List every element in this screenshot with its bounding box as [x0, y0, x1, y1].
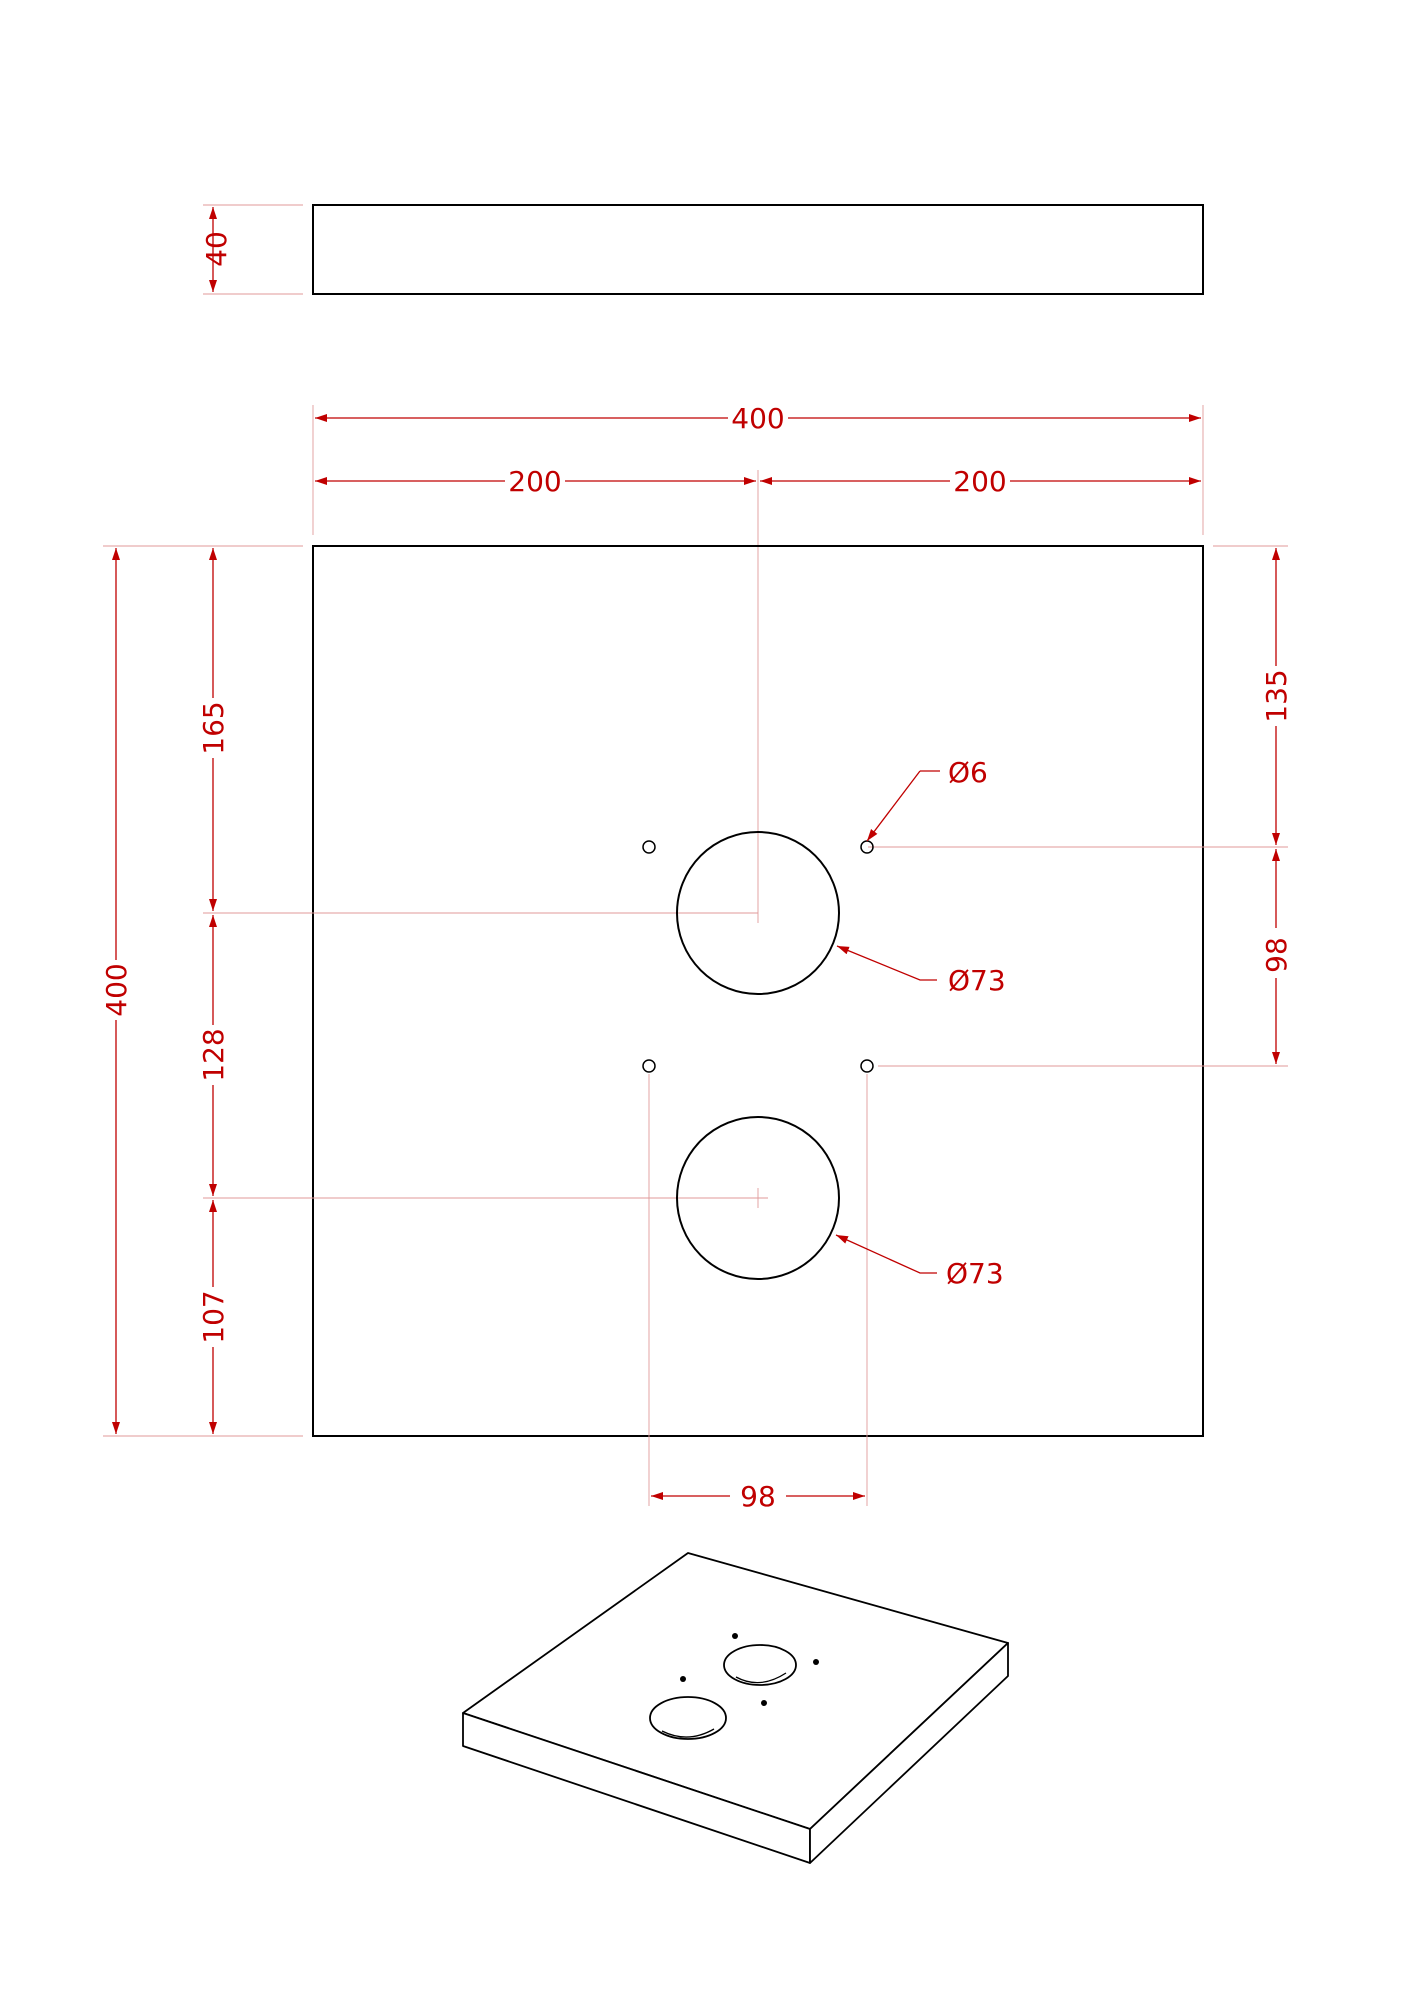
pin-hole-bottom-left [642, 1059, 656, 1073]
side-view-outline [312, 204, 1204, 295]
pin-hole-bottom-right [860, 1059, 874, 1073]
overall-height-label: 400 [100, 963, 133, 1016]
half-width-left-label: 200 [508, 465, 561, 498]
iso-hole1 [723, 1644, 797, 1686]
top-view: 400 200 200 400 165 128 107 [100, 400, 1293, 1513]
hole1-diameter-label: Ø73 [948, 964, 1006, 997]
isometric-view [462, 1552, 1009, 1864]
iso-hole2 [649, 1696, 727, 1740]
half-width-right-label: 200 [953, 465, 1006, 498]
iso-pin-hole [732, 1633, 738, 1639]
iso-hole2-inner-edge [661, 1728, 715, 1738]
pin-column-spacing-label: 98 [740, 1480, 776, 1513]
iso-pin-hole [813, 1659, 819, 1665]
hole2-circle [676, 1116, 840, 1280]
thickness-label: 40 [200, 231, 233, 267]
pin-diameter-label: Ø6 [948, 756, 988, 789]
hole2-to-bottom-label: 107 [197, 1290, 230, 1343]
iso-pin-hole [680, 1676, 686, 1682]
top-to-hole1-label: 165 [197, 701, 230, 754]
pin-hole-top-left [642, 840, 656, 854]
hole1-circle [676, 831, 840, 995]
hole2-diameter-label: Ø73 [946, 1257, 1004, 1290]
pin-diameter-leader [866, 770, 921, 842]
iso-pin-hole [761, 1700, 767, 1706]
overall-width-label: 400 [731, 402, 784, 435]
hole2-diameter-leader [835, 1234, 937, 1274]
iso-hole1-inner-edge [735, 1672, 787, 1684]
iso-top-face [462, 1552, 1009, 1830]
hole1-diameter-leader [836, 945, 937, 981]
side-view: 40 [200, 204, 1204, 295]
top-view-outline [312, 545, 1204, 1437]
iso-right-face [809, 1642, 1009, 1864]
pin-row-spacing-label: 98 [1260, 937, 1293, 973]
hole1-to-hole2-label: 128 [197, 1028, 230, 1081]
top-to-pin-row-label: 135 [1260, 669, 1293, 722]
